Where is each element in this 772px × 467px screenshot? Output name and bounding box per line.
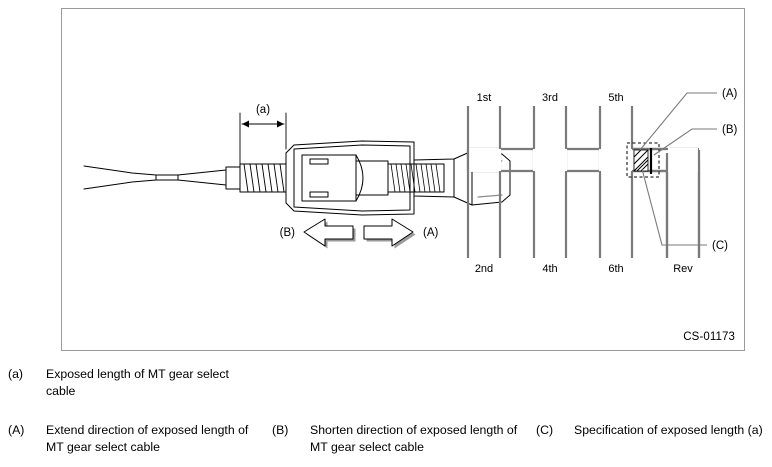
dimension-a-label: (a) (256, 104, 270, 116)
gear-label-2nd: 2nd (475, 263, 493, 275)
legend-item-a: (a) Exposed length of MT gear select cab… (8, 366, 258, 399)
adjuster-inner-block (301, 154, 389, 202)
gear-label-5th: 5th (608, 92, 623, 104)
callout-label-c: (C) (712, 240, 728, 252)
shorten-arrow-label: (B) (280, 227, 296, 239)
adjuster-spring (387, 163, 445, 193)
legend-key-A: (A) (8, 423, 25, 437)
callout-label-b: (B) (722, 124, 738, 136)
legend-area: (a) Exposed length of MT gear select cab… (0, 358, 772, 467)
extend-arrow-label: (A) (423, 227, 439, 239)
legend-key-a: (a) (8, 367, 24, 381)
gear-label-6th: 6th (608, 263, 623, 275)
legend-key-B: (B) (272, 423, 289, 437)
cable-assembly-drawing (83, 112, 511, 216)
figure-frame: (a) (B) (A) (61, 8, 745, 351)
legend-item-A: (A) Extend direction of exposed length o… (8, 422, 258, 455)
threaded-rod (239, 163, 287, 193)
legend-text-B: Shorten direction of exposed length of M… (310, 423, 518, 454)
adjuster-body (285, 140, 415, 216)
legend-item-C: (C) Specification of exposed length (a) (536, 422, 772, 439)
callout-leaders (639, 92, 717, 246)
figure-illustration: (a) (B) (A) (83, 88, 738, 275)
spec-marker (626, 142, 660, 178)
shift-pattern-diagram (466, 92, 717, 258)
gear-label-rev: Rev (673, 263, 693, 275)
gear-label-1st: 1st (477, 92, 492, 104)
direction-arrow-shorten (303, 218, 356, 249)
cable-sheath (83, 165, 227, 190)
legend-text-C: Specification of exposed length (a) (574, 423, 763, 437)
cable-collar (225, 166, 241, 190)
legend-text-a: Exposed length of MT gear select cable (46, 367, 229, 398)
direction-arrow-extend (363, 218, 416, 249)
legend-key-C: (C) (536, 423, 554, 437)
figure-id-label: CS-01173 (683, 331, 735, 343)
dimension-a-marker (239, 112, 287, 172)
legend-text-A: Extend direction of exposed length of MT… (46, 423, 249, 454)
gear-label-4th: 4th (542, 263, 557, 275)
legend-item-B: (B) Shorten direction of exposed length … (272, 422, 522, 455)
callout-label-a: (A) (722, 88, 738, 100)
gear-label-3rd: 3rd (542, 92, 558, 104)
